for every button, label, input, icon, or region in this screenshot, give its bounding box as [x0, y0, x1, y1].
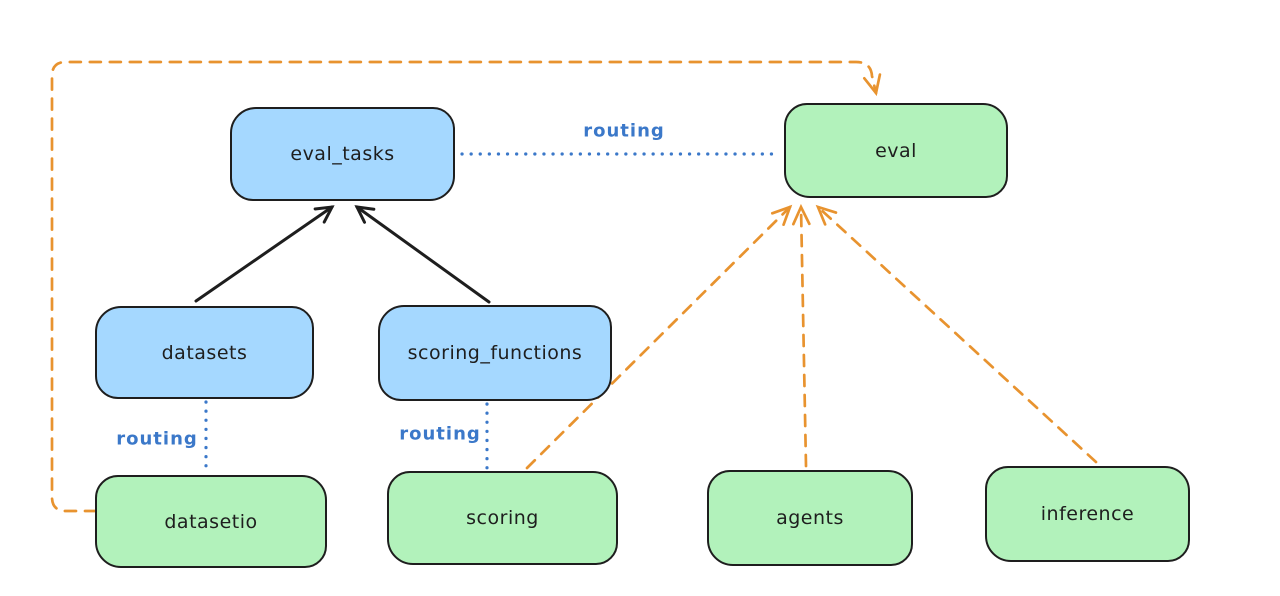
edge-datasets-to-eval_tasks — [194, 205, 335, 303]
edge-inference-to-eval — [815, 204, 1098, 464]
node-datasetio-label: datasetio — [164, 510, 258, 533]
routing-label-eval_tasks-eval: routing — [583, 120, 665, 142]
edge-datasetio-to-eval — [50, 60, 882, 513]
node-inference-label: inference — [1040, 503, 1135, 525]
node-scoring_functions-label: scoring_functions — [407, 342, 583, 364]
node-agents: agents — [707, 470, 913, 566]
node-eval-label: eval — [875, 139, 917, 162]
node-datasets-label: datasets — [161, 341, 248, 364]
routing-label-scoring_functions-scoring: routing — [399, 423, 481, 445]
node-inference: inference — [985, 466, 1190, 562]
node-agents-label: agents — [776, 507, 844, 529]
edge-scoring-to-eval — [525, 204, 793, 470]
edge-scoring_functions-to-eval_tasks — [354, 205, 491, 304]
node-scoring: scoring — [387, 471, 618, 565]
node-eval_tasks-label: eval_tasks — [290, 143, 395, 165]
node-datasets: datasets — [95, 306, 314, 399]
node-scoring_functions: scoring_functions — [378, 305, 612, 401]
routing-label-datasets-datasetio: routing — [116, 428, 198, 450]
edge-agents-to-eval — [791, 203, 811, 468]
node-eval_tasks: eval_tasks — [230, 107, 455, 201]
node-eval: eval — [784, 103, 1008, 198]
node-datasetio: datasetio — [95, 475, 327, 568]
node-scoring-label: scoring — [466, 507, 539, 529]
